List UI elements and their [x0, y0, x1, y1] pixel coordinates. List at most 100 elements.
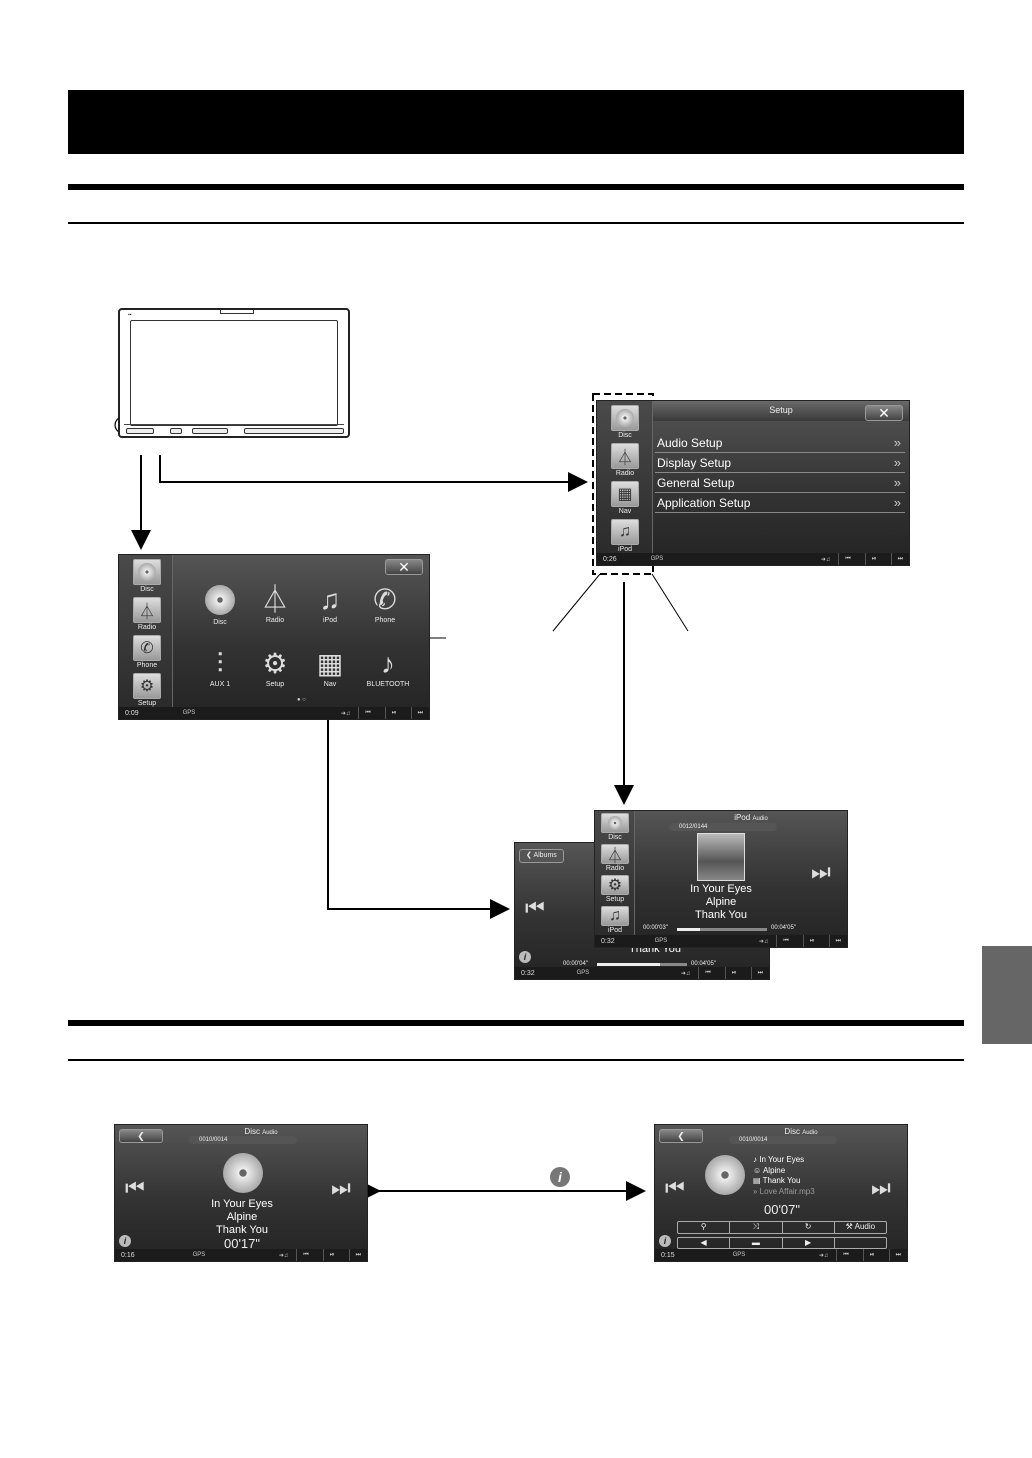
gear-wrench-icon: ⚙ [262, 648, 288, 679]
app-aux1[interactable]: ⫶AUX 1 [195, 647, 245, 688]
app-label: iPod [322, 617, 337, 624]
seek-button[interactable]: ⏯ [724, 967, 743, 979]
info-icon[interactable]: i [119, 1235, 131, 1247]
status-gps: GPS [654, 938, 668, 944]
next-track-icon[interactable]: ⏭ [331, 1175, 351, 1200]
fav-disc[interactable]: Disc [611, 405, 639, 439]
app-ipod[interactable]: ♫iPod [305, 583, 355, 624]
menu-row-display-setup[interactable]: Display Setup» [655, 453, 905, 473]
next-button[interactable]: ⏭ [890, 553, 909, 565]
app-label: AUX 1 [209, 681, 231, 688]
antenna-icon: ⏃ [133, 597, 161, 623]
elapsed-time: 00'07" [763, 1202, 801, 1217]
search-button[interactable]: ⚲ [678, 1222, 731, 1233]
app-radio[interactable]: ⏃ Radio [250, 583, 300, 624]
prev-button[interactable]: ⏮ [776, 935, 794, 947]
artist-row: ☺ Alpine [753, 1166, 815, 1177]
fav-radio[interactable]: ⏃Radio [133, 597, 161, 631]
close-button[interactable]: ✕ [865, 405, 903, 421]
seek-button[interactable]: ⏯ [322, 1249, 341, 1261]
close-button[interactable]: ✕ [385, 559, 423, 575]
info-icon: i [550, 1167, 570, 1187]
prev-button[interactable]: ⏮ [358, 707, 376, 719]
fav-ipod[interactable]: ♫iPod [601, 906, 629, 934]
app-phone[interactable]: ✆Phone [360, 583, 410, 624]
volume-button[interactable] [192, 428, 228, 434]
hw-button[interactable] [170, 428, 182, 434]
folder-next-button[interactable]: ▶ [783, 1238, 835, 1248]
artist-name: Alpine [762, 1165, 786, 1175]
previous-track-icon[interactable]: ⏮ [125, 1175, 145, 1200]
menu-row-label: Audio Setup [657, 436, 723, 450]
fav-ipod[interactable]: ♫iPod [611, 519, 639, 553]
fav-nav[interactable]: ▦Nav [611, 481, 639, 515]
fav-setup[interactable]: ⚙Setup [133, 673, 161, 707]
seek-button[interactable]: ⏯ [862, 1249, 881, 1261]
shuffle-button[interactable]: ⤨ [730, 1222, 783, 1233]
disc-icon [133, 559, 161, 585]
clock: 0:26 [603, 555, 617, 563]
unit-logo: ▪▪ [128, 312, 132, 318]
info-icon[interactable]: i [659, 1235, 671, 1247]
app-setup[interactable]: ⚙Setup [250, 647, 300, 688]
app-bluetooth[interactable]: ♪BLUETOOTH [360, 647, 416, 688]
back-button[interactable]: ❮ [659, 1129, 703, 1143]
music-note-icon: ♫ [601, 906, 629, 926]
albums-back-button[interactable]: ❮ Albums [519, 849, 564, 863]
prev-button[interactable]: ⏮ [296, 1249, 314, 1261]
seek-button[interactable]: ⏯ [802, 935, 821, 947]
antenna-icon: ⏃ [260, 584, 289, 615]
map-icon: ▦ [611, 481, 639, 507]
progress-bar[interactable] [677, 928, 767, 931]
empty-slot [835, 1238, 886, 1248]
fav-disc[interactable]: Disc [601, 813, 629, 841]
next-button[interactable]: ⏭ [750, 967, 769, 979]
phone-icon: ✆ [133, 635, 161, 661]
info-icon[interactable]: i [519, 951, 531, 963]
fav-phone[interactable]: ✆Phone [133, 635, 161, 669]
hw-button-row[interactable] [244, 428, 344, 434]
fav-disc[interactable]: Disc [133, 559, 161, 593]
source-icon: ➜♫ [758, 938, 769, 945]
prev-button[interactable]: ⏮ [838, 553, 856, 565]
seek-button[interactable]: ⏯ [384, 707, 403, 719]
map-icon: ▦ [316, 648, 344, 679]
next-track-icon[interactable]: ⏭ [811, 859, 831, 884]
status-bar: 0:32 GPS ➜♫ ⏮ ⏯ ⏭ [595, 935, 847, 947]
fav-setup[interactable]: ⚙Setup [601, 875, 629, 903]
next-button[interactable]: ⏭ [828, 935, 847, 947]
fav-label: Setup [605, 896, 625, 903]
audio-button[interactable]: ⚒ Audio [835, 1222, 886, 1233]
previous-track-icon[interactable]: ⏮ [665, 1175, 685, 1200]
menu-row-application-setup[interactable]: Application Setup» [655, 493, 905, 513]
folder-prev-button[interactable]: ◀ [678, 1238, 731, 1248]
disc-title-text: Disc [784, 1127, 800, 1136]
progress-bar[interactable] [597, 963, 687, 966]
back-button[interactable]: ❮ [119, 1129, 163, 1143]
previous-track-icon[interactable]: ⏮ [525, 895, 545, 920]
menu-row-general-setup[interactable]: General Setup» [655, 473, 905, 493]
home-button[interactable] [126, 428, 154, 434]
next-track-icon[interactable]: ⏭ [871, 1175, 891, 1200]
total-time: 00:04'05" [691, 961, 716, 967]
app-nav[interactable]: ▦Nav [305, 647, 355, 688]
prev-button[interactable]: ⏮ [836, 1249, 854, 1261]
app-label: Radio [265, 617, 285, 624]
file-name: Love Affair.mp3 [759, 1186, 815, 1196]
next-button[interactable]: ⏭ [348, 1249, 367, 1261]
app-disc[interactable]: Disc [195, 583, 245, 626]
status-gps: GPS [192, 1252, 206, 1258]
menu-row-audio-setup[interactable]: Audio Setup» [655, 433, 905, 453]
folder-button[interactable]: ▬ [730, 1238, 783, 1248]
next-button[interactable]: ⏭ [410, 707, 429, 719]
prev-button[interactable]: ⏮ [698, 967, 716, 979]
repeat-button[interactable]: ↻ [783, 1222, 835, 1233]
fav-label: iPod [617, 546, 632, 553]
seek-button[interactable]: ⏯ [864, 553, 883, 565]
song-title: In Your Eyes [690, 883, 752, 895]
fav-label: Phone [136, 662, 158, 669]
next-button[interactable]: ⏭ [888, 1249, 907, 1261]
fav-label: iPod [607, 927, 622, 934]
fav-radio[interactable]: ⏃Radio [601, 844, 629, 872]
fav-radio[interactable]: ⏃Radio [611, 443, 639, 477]
